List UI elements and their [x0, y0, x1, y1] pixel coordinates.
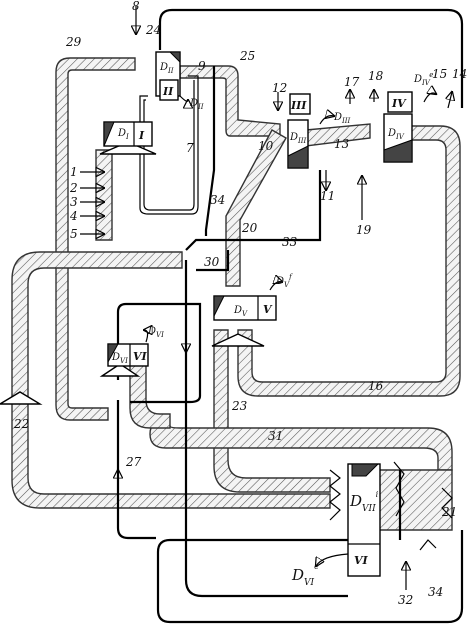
unit-label-ii: II [162, 85, 174, 98]
label-27: 27 [125, 455, 142, 469]
out-d3 [319, 116, 334, 125]
label-17: 17 [344, 75, 360, 89]
line-34 [204, 66, 216, 236]
label-16: 16 [368, 379, 384, 393]
unit-i [103, 121, 153, 147]
label-4: 4 [69, 209, 78, 223]
flow-band-16 [237, 125, 461, 397]
label-22: 22 [13, 417, 29, 431]
loop-bottom [156, 530, 464, 624]
label-d-v: DV [233, 305, 248, 318]
label-d-iv-e: DIVe [413, 71, 433, 87]
label-d-vii: DVIIi [349, 490, 379, 514]
label-d-vi-e: DVIe [291, 562, 319, 588]
label-20: 20 [241, 221, 258, 235]
flow-band-20 [225, 129, 287, 287]
label-5: 5 [70, 227, 78, 241]
unit-label-iii: III [290, 99, 307, 112]
label-32: 32 [398, 593, 413, 607]
label-12: 12 [272, 81, 287, 95]
flow-band-vi [129, 361, 171, 429]
flow-band-29 [55, 57, 136, 421]
label-d-v-f: DVf [275, 273, 293, 289]
label-13: 13 [334, 137, 350, 151]
line-7 [139, 75, 199, 215]
input-arrows [80, 172, 104, 234]
line-27 [116, 400, 156, 540]
label-19: 19 [356, 223, 372, 237]
flow-band-9 [179, 65, 281, 137]
unit-label-vi-bottom: VI [354, 554, 369, 567]
label-24: 24 [145, 23, 161, 37]
out-34b [419, 539, 437, 551]
unit-iv [383, 91, 413, 163]
arrow-23-up [211, 333, 265, 347]
arrow-vi-up [99, 363, 141, 377]
out-d5 [269, 282, 282, 291]
line-7b [143, 80, 195, 211]
label-7: 7 [186, 141, 194, 155]
label-14: 14 [452, 67, 467, 81]
unit-label-i: I [138, 129, 145, 142]
label-3: 3 [70, 195, 78, 209]
label-d-iv: DIV [387, 128, 405, 141]
flow-band-i [95, 149, 113, 241]
flow-band-22 [11, 251, 331, 509]
out-14 [448, 92, 452, 109]
label-d-i: DI [117, 128, 129, 141]
unit-iii [287, 93, 311, 169]
out-d2 [179, 95, 188, 101]
label-10: 10 [258, 139, 274, 153]
label-31: 31 [268, 429, 283, 443]
out-d6e [316, 553, 349, 566]
label-2: 2 [69, 181, 78, 195]
unit-label-v: V [263, 303, 273, 316]
label-8: 8 [132, 0, 140, 13]
label-34b: 34 [428, 585, 443, 599]
flow-number-labels: 1 2 3 4 5 7 8 9 10 11 12 13 14 15 16 17 … [13, 0, 467, 607]
zigzag-21 [441, 487, 453, 519]
unit-labels: I II III IV V VI VI [133, 85, 407, 567]
zigzag-left [329, 469, 341, 521]
flow-band-21 [371, 469, 453, 531]
unit-vii [347, 463, 381, 577]
label-d-ii-product: DII [189, 98, 204, 111]
label-29: 29 [65, 35, 82, 49]
label-9: 9 [198, 59, 206, 73]
label-d-vi-product: DVI [147, 326, 164, 339]
label-30: 30 [204, 255, 220, 269]
loop-25 [158, 8, 464, 108]
label-21: 21 [441, 505, 457, 519]
label-d-iii: DIII [289, 132, 307, 145]
label-1: 1 [70, 165, 78, 179]
label-25: 25 [239, 49, 255, 63]
line-33 [185, 170, 322, 251]
line-30 [196, 250, 230, 272]
label-d-ii: DII [159, 62, 174, 75]
line-vi-loop [116, 302, 202, 404]
unit-label-vi-left: VI [133, 350, 148, 363]
flow-band-31 [149, 419, 453, 471]
zigzag-right [393, 461, 405, 517]
label-33: 33 [282, 235, 298, 249]
label-d-iii-product: DIII [333, 112, 351, 125]
out-d4e [423, 93, 436, 103]
label-18: 18 [368, 69, 384, 83]
out-d6 [144, 330, 148, 343]
unit-vi-left [107, 343, 149, 367]
arrow-i-up [99, 141, 157, 155]
unit-v [213, 295, 277, 321]
label-34a: 34 [210, 193, 225, 207]
arrow-22 [0, 391, 43, 405]
d-labels: DI DII DIII DIV DV DVI DVIIi DII DIII DI… [111, 62, 433, 588]
unit-ii [155, 51, 181, 101]
label-15: 15 [432, 67, 447, 81]
label-d-vi: DVI [111, 352, 128, 365]
label-23: 23 [231, 399, 248, 413]
loop-bottom-outer [184, 260, 348, 598]
label-11: 11 [320, 189, 335, 203]
unit-label-iv: IV [391, 97, 407, 110]
